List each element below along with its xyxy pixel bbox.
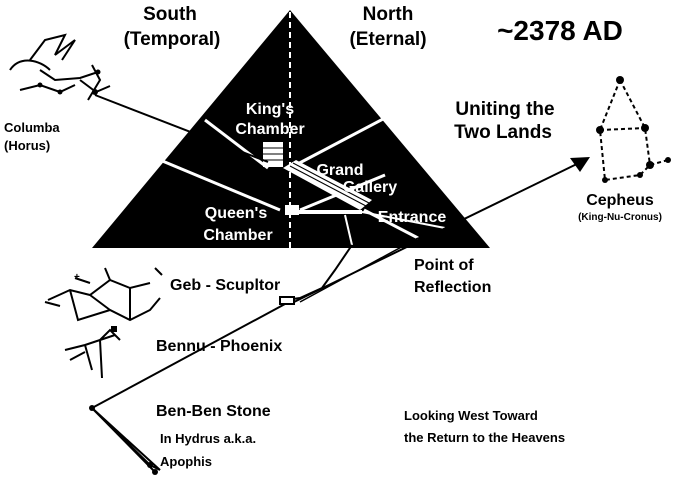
south-kings-shaft [204, 118, 269, 170]
south-queens-shaft [159, 158, 281, 212]
north-sub-label: (Eternal) [349, 29, 426, 50]
benben-label: Ben-Ben Stone [156, 403, 271, 420]
kings-chamber-label-2: Chamber [235, 121, 304, 138]
cepheus-sub-label: (King-Nu-Cronus) [578, 212, 662, 223]
entrance-passage [361, 211, 446, 229]
south-sub-label: (Temporal) [124, 29, 221, 50]
date-label: ~2378 AD [497, 15, 623, 46]
uniting-label: Uniting the [455, 99, 554, 120]
well-shaft [344, 214, 353, 246]
apophis-label: Apophis [160, 454, 212, 469]
reflection-label-2: Reflection [414, 279, 491, 296]
benben-sightline [91, 303, 286, 409]
bennu-constellation [64, 328, 121, 379]
geb-constellation [44, 267, 163, 322]
geb-label: Geb - Scupltor [170, 277, 280, 294]
columba-label: Columba [4, 120, 60, 135]
columba-constellation [9, 33, 111, 101]
columba-sightline [94, 94, 269, 163]
cepheus-label: Cepheus [586, 192, 654, 209]
cepheus-constellation [596, 76, 671, 183]
grand-gallery-label: Grand [316, 162, 363, 179]
reflection-line [299, 237, 419, 303]
queens-chamber [285, 205, 299, 215]
north-label: North [363, 4, 414, 25]
columba-sub-label: (Horus) [4, 138, 50, 153]
grand-gallery-label-2: Gallery [343, 179, 397, 196]
south-label: South [143, 4, 197, 25]
arrowhead [570, 157, 590, 172]
queens-chamber-label-2: Chamber [203, 227, 272, 244]
looking-label: Looking West Toward [404, 408, 538, 423]
uniting-label-2: Two Lands [454, 122, 552, 143]
svg-text:+: + [74, 272, 80, 283]
north-kings-shaft [289, 116, 386, 170]
pyramid [92, 10, 490, 248]
queens-chamber-label: Queen's [205, 205, 268, 222]
pit [279, 296, 295, 305]
hydrus-label: In Hydrus a.k.a. [160, 431, 256, 446]
kings-chamber-label: King's [246, 101, 294, 118]
looking-label-2: the Return to the Heavens [404, 430, 565, 445]
entrance-label: Entrance [378, 209, 447, 226]
reflection-label: Point of [414, 257, 474, 274]
bennu-label: Bennu - Phoenix [156, 338, 282, 355]
